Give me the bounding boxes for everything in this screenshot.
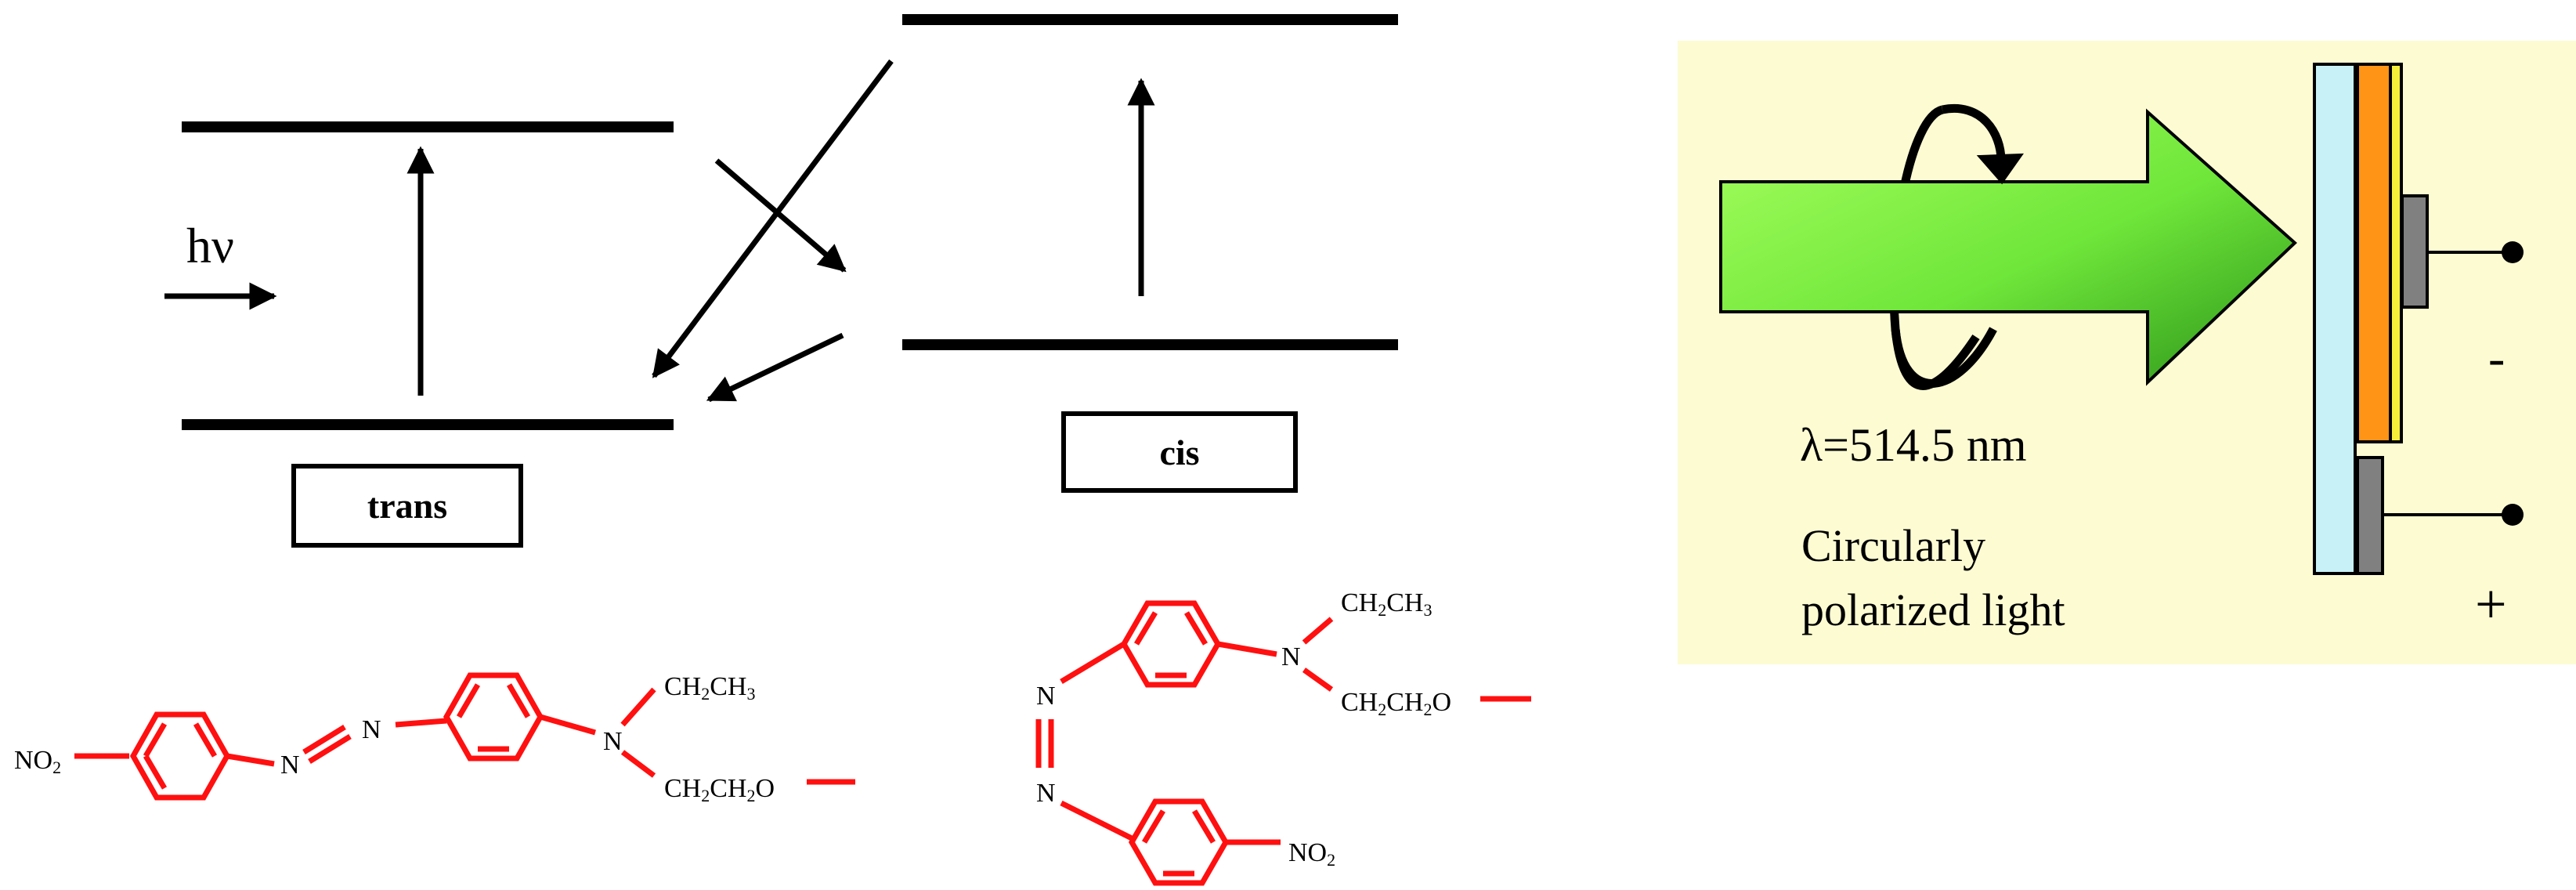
cis-azo-nitrogen-1: N — [1036, 682, 1056, 711]
setup-panel — [1678, 41, 2576, 664]
glass-substrate — [2313, 63, 2357, 575]
top-electrode-layer — [2389, 63, 2403, 443]
photon-energy-label: hν — [186, 218, 234, 273]
light-type-label-line2: polarized light — [1801, 584, 2065, 635]
cis-amine-nitrogen: N — [1281, 642, 1301, 671]
cis-ether-group: CH2CH2O — [1341, 688, 1452, 719]
cis-molecule-structure — [1035, 600, 1531, 886]
energy-level-diagram — [164, 14, 1398, 430]
cis-to-trans-isomerization-arrow — [652, 59, 894, 378]
rotation-arrowhead — [1976, 153, 2024, 185]
trans-ethyl-group: CH2CH3 — [664, 672, 756, 704]
wavelength-label: λ=514.5 nm — [1800, 419, 2027, 471]
trans-azo-nitrogen-1: N — [280, 751, 300, 780]
trans-azo-nitrogen-2: N — [362, 715, 381, 744]
polymer-film — [2356, 63, 2392, 443]
cis-state-label: cis — [1061, 411, 1298, 493]
positive-terminal-sign: + — [2475, 573, 2507, 635]
trans-ether-group: CH2CH2O — [664, 774, 775, 805]
trans-molecule-structure — [74, 672, 855, 801]
top-contact — [2401, 194, 2429, 309]
laser-beam-arrow — [1719, 108, 2297, 386]
cis-nitro-group: NO2 — [1288, 838, 1336, 870]
bottom-terminal — [2502, 504, 2524, 526]
rotation-arrow-front — [1941, 104, 2006, 161]
cis-ethyl-group: CH2CH3 — [1341, 588, 1433, 620]
trans-amine-nitrogen: N — [603, 727, 623, 756]
cis-relaxation-arrow — [706, 332, 844, 403]
setup-panel-background — [1678, 41, 2576, 664]
light-type-label-line1: Circularly — [1801, 520, 1986, 571]
trans-nitro-group: NO2 — [14, 746, 62, 777]
trans-to-cis-isomerization-arrow — [714, 158, 847, 273]
top-terminal — [2502, 241, 2524, 263]
negative-terminal-sign: - — [2488, 330, 2506, 385]
bottom-contact — [2356, 456, 2384, 575]
rotation-arrow-lower — [1891, 327, 1997, 388]
trans-state-label: trans — [291, 464, 523, 548]
cis-azo-nitrogen-2: N — [1036, 779, 1056, 808]
